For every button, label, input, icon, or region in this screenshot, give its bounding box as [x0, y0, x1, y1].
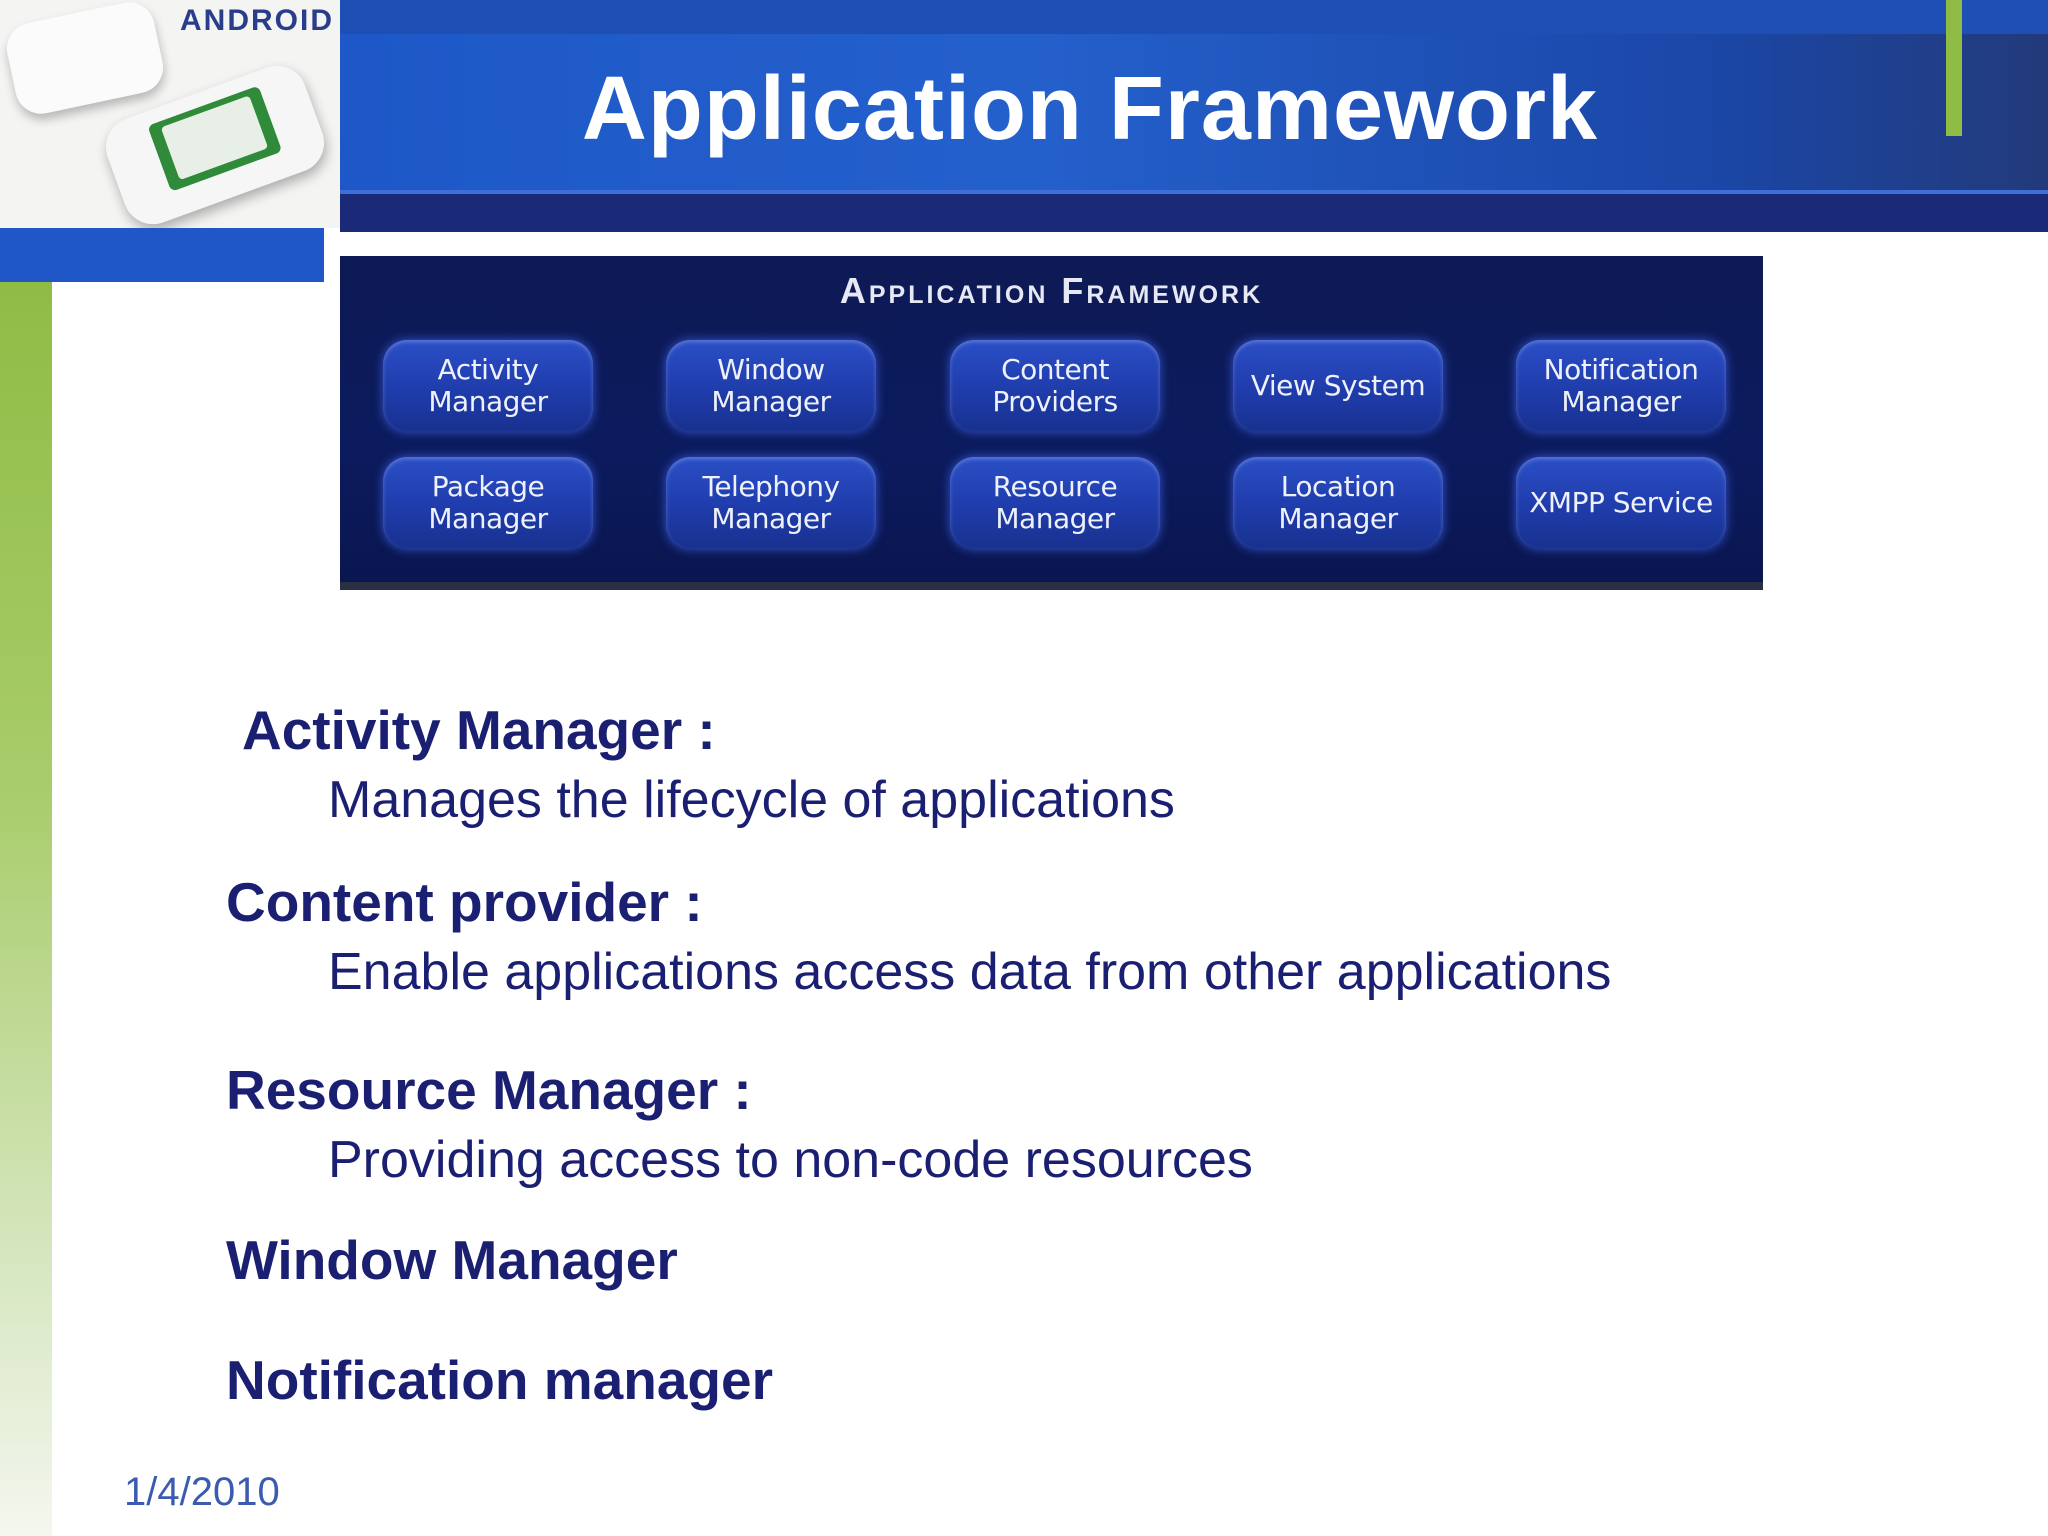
diagram-box-resource-manager: Resource Manager	[950, 457, 1160, 549]
header-divider	[340, 190, 2048, 195]
header-top-band	[340, 0, 2048, 34]
phone-screen-content	[160, 95, 269, 181]
item-heading: Resource Manager :	[226, 1059, 752, 1121]
diagram-box-xmpp-service: XMPP Service	[1516, 457, 1726, 549]
diagram-box-notification-manager: Notification Manager	[1516, 340, 1726, 432]
diagram-title: Application Framework	[839, 270, 1264, 311]
header-stripe	[340, 194, 2048, 232]
left-green-sidebar	[0, 282, 52, 1536]
item-heading: Notification manager	[226, 1349, 774, 1411]
slide-date: 1/4/2010	[124, 1470, 280, 1514]
diagram-box-activity-manager: Activity Manager	[383, 340, 593, 432]
item-description: Providing access to non-code resources	[328, 1131, 1253, 1189]
slide-title: Application Framework	[581, 59, 1599, 159]
accent-bar	[1946, 0, 1962, 136]
android-logo-image: ANDROID	[0, 0, 340, 228]
diagram-box-telephony-manager: Telephony Manager	[666, 457, 876, 549]
item-heading: Content provider :	[226, 871, 703, 933]
phone-image	[2, 0, 168, 119]
diagram-box-window-manager: Window Manager	[666, 340, 876, 432]
item-heading: Window Manager	[226, 1229, 678, 1291]
diagram-box-content-providers: Content Providers	[950, 340, 1160, 432]
item-description: Manages the lifecycle of applications	[328, 771, 1175, 829]
diagram-box-location-manager: Location Manager	[1233, 457, 1443, 549]
diagram-box-package-manager: Package Manager	[383, 457, 593, 549]
item-description: Enable applications access data from oth…	[328, 943, 1612, 1001]
item-heading: Activity Manager :	[242, 699, 716, 761]
android-wordmark: ANDROID	[180, 4, 334, 37]
header-band	[340, 34, 2048, 194]
diagram-box-view-system: View System	[1233, 340, 1443, 432]
framework-diagram: Application Framework Activity Manager W…	[340, 256, 1763, 582]
logo-underline-band	[0, 228, 324, 282]
diagram-underline	[340, 582, 1763, 590]
